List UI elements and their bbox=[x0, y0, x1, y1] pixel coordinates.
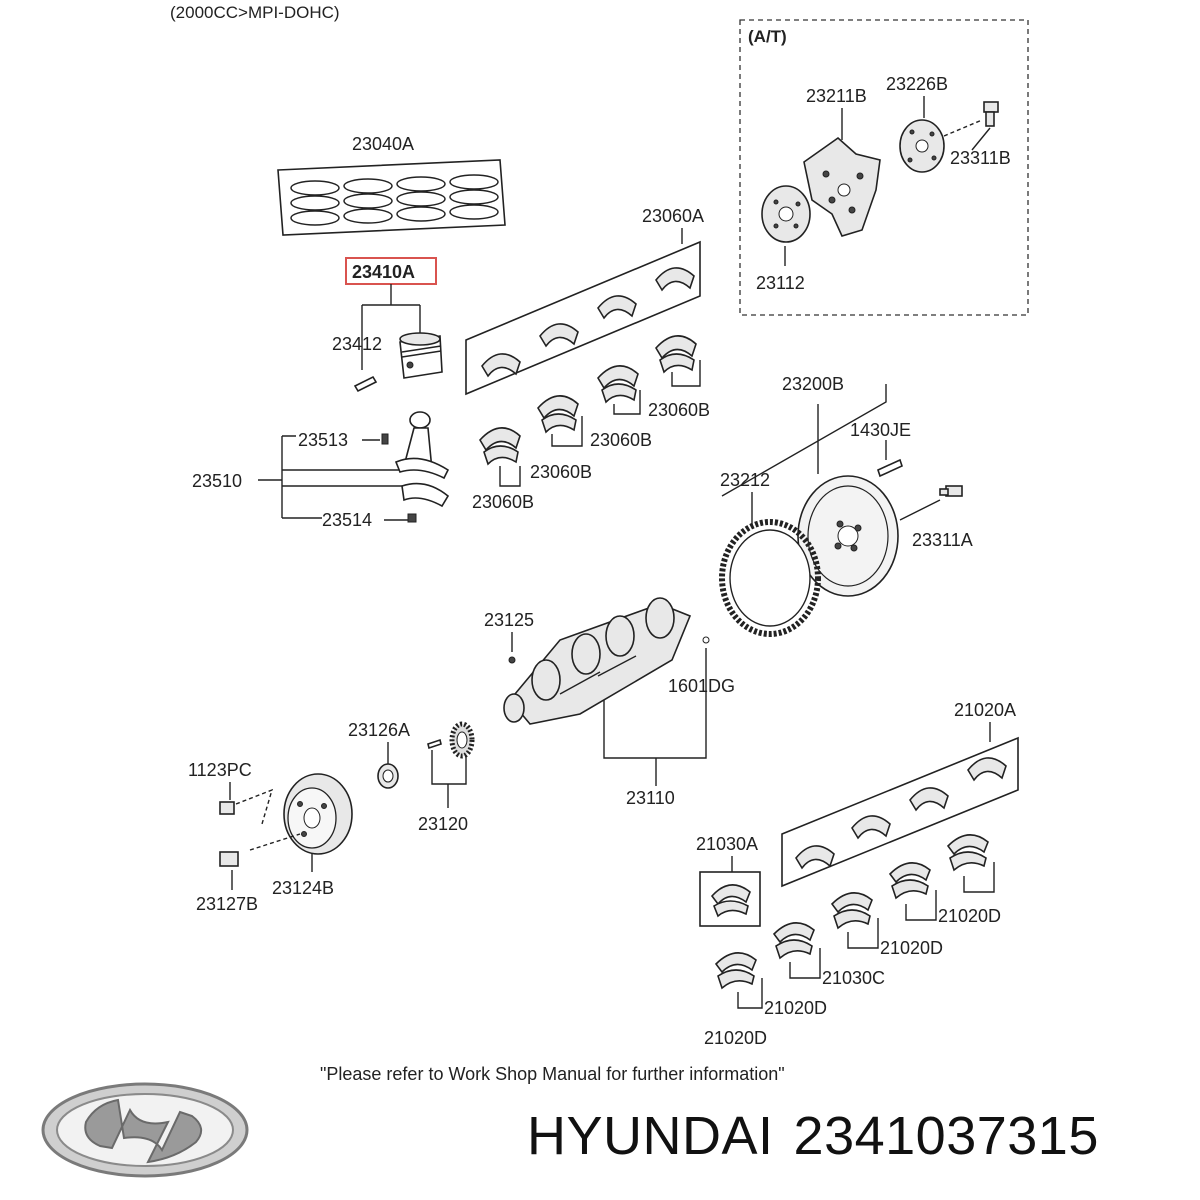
bolt-23311B-drawing bbox=[943, 101, 999, 137]
leader-pulley bbox=[229, 782, 313, 890]
piston-pin-drawing bbox=[353, 375, 378, 393]
plate-23112-drawing bbox=[761, 185, 811, 243]
label-23124B[interactable]: 23124B bbox=[272, 878, 334, 898]
ring-gear-drawing bbox=[719, 519, 821, 637]
leader-crankshaft bbox=[511, 632, 707, 786]
label-23410A[interactable]: 23410A bbox=[352, 262, 415, 282]
leader-sprocket bbox=[387, 742, 467, 808]
crank-pulley-drawing bbox=[283, 773, 353, 855]
label-23127B[interactable]: 23127B bbox=[196, 894, 258, 914]
crank-sprocket-drawing bbox=[449, 721, 475, 759]
flywheel-drawing bbox=[797, 475, 899, 597]
drive-plate-drawing bbox=[803, 136, 881, 237]
label-23120[interactable]: 23120 bbox=[418, 814, 468, 834]
label-21020D-3[interactable]: 21020D bbox=[764, 998, 827, 1018]
dowel-pin-drawing bbox=[877, 458, 903, 478]
label-23112[interactable]: 23112 bbox=[756, 273, 805, 293]
label-23513[interactable]: 23513 bbox=[298, 430, 348, 450]
label-21020D-4[interactable]: 21020D bbox=[704, 1028, 767, 1048]
label-1601DG[interactable]: 1601DG bbox=[668, 676, 735, 696]
part-number: 2341037315 bbox=[793, 1106, 1099, 1166]
main-bearing-upper-shells bbox=[795, 757, 1007, 870]
connecting-rod-drawing bbox=[381, 411, 450, 523]
piston-ring-set-drawing bbox=[277, 159, 506, 236]
hyundai-logo-icon bbox=[41, 1082, 249, 1178]
label-23226B[interactable]: 23226B bbox=[886, 74, 948, 94]
thrust-bearing-box bbox=[699, 871, 761, 927]
label-21030C[interactable]: 21030C bbox=[822, 968, 885, 988]
main-bearing-lower-shells bbox=[714, 834, 989, 990]
label-23211B[interactable]: 23211B bbox=[806, 86, 867, 106]
label-23110[interactable]: 23110 bbox=[626, 788, 675, 808]
label-21030A[interactable]: 21030A bbox=[696, 834, 758, 854]
at-group-box bbox=[739, 19, 1029, 316]
label-23060B-3[interactable]: 23060B bbox=[590, 430, 652, 450]
label-21020D-1[interactable]: 21020D bbox=[938, 906, 1001, 926]
leader-23060B bbox=[499, 360, 701, 487]
leader-main-lower-shells bbox=[737, 862, 995, 1009]
label-23060B-4[interactable]: 23060B bbox=[648, 400, 710, 420]
bolt-23311A-drawing bbox=[939, 485, 963, 497]
label-23412[interactable]: 23412 bbox=[332, 334, 382, 354]
engine-spec-header: (2000CC>MPI-DOHC) bbox=[170, 3, 340, 22]
upper-bearing-panel bbox=[465, 240, 701, 396]
thrust-bearing-shells bbox=[710, 884, 751, 918]
label-23040A[interactable]: 23040A bbox=[352, 134, 414, 154]
adapter-plate-drawing bbox=[899, 119, 945, 173]
manual-note: "Please refer to Work Shop Manual for fu… bbox=[320, 1064, 785, 1084]
leader-at-group bbox=[784, 96, 991, 266]
piston-drawing bbox=[399, 332, 443, 379]
label-23510[interactable]: 23510 bbox=[192, 471, 242, 491]
brand-name: HYUNDAI bbox=[527, 1106, 774, 1166]
leader-23410A bbox=[361, 284, 421, 370]
brand-part-number: HYUNDAI 2341037315 bbox=[527, 1105, 1099, 1167]
upper-bearing-shells bbox=[481, 267, 695, 378]
leader-flywheel bbox=[721, 384, 941, 526]
label-1430JE[interactable]: 1430JE bbox=[850, 420, 911, 440]
leader-23510 bbox=[258, 435, 410, 521]
label-1123PC[interactable]: 1123PC bbox=[188, 760, 252, 780]
label-23060B-2[interactable]: 23060B bbox=[530, 462, 592, 482]
label-21020D-2[interactable]: 21020D bbox=[880, 938, 943, 958]
pulley-bolt-drawing bbox=[219, 788, 301, 867]
crankshaft-drawing bbox=[503, 597, 710, 725]
label-23126A[interactable]: 23126A bbox=[348, 720, 410, 740]
lower-bearing-shells bbox=[479, 335, 697, 466]
label-23060B-1[interactable]: 23060B bbox=[472, 492, 534, 512]
main-bearing-panel bbox=[781, 736, 1019, 888]
label-23060A[interactable]: 23060A bbox=[642, 206, 704, 226]
crank-key-drawing bbox=[427, 738, 442, 750]
label-23311A[interactable]: 23311A bbox=[912, 530, 973, 550]
at-group-title: (A/T) bbox=[748, 27, 787, 46]
label-23200B[interactable]: 23200B bbox=[782, 374, 844, 394]
label-21020A[interactable]: 21020A bbox=[954, 700, 1016, 720]
label-23514[interactable]: 23514 bbox=[322, 510, 372, 530]
label-23311B[interactable]: 23311B bbox=[950, 148, 1011, 168]
label-23125[interactable]: 23125 bbox=[484, 610, 534, 630]
oil-seal-drawing bbox=[377, 763, 399, 789]
